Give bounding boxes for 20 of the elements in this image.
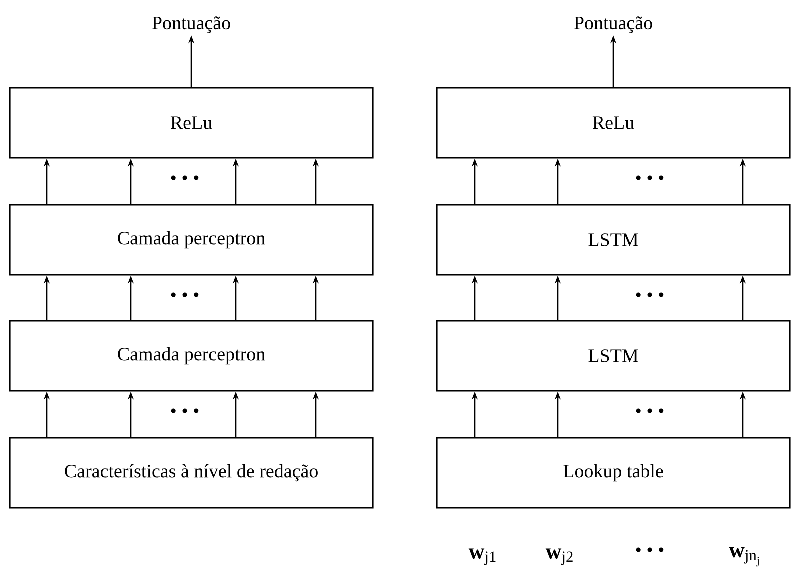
layer-box: LSTM (436, 320, 791, 392)
ellipsis: • • • (636, 176, 664, 180)
input-symbol: $\mathbf{w}_{\mathrm{j1}}$ (468, 548, 496, 566)
ellipsis: • • • (636, 292, 664, 298)
layer-box: Características à nível de redação (9, 437, 374, 509)
ellipsis: • • • (171, 292, 199, 298)
ellipsis: • • • (636, 408, 664, 414)
ellipsis: • • • (636, 548, 664, 552)
layer-box: Camada perceptron (9, 320, 374, 392)
input-symbol: $\mathbf{w}_{\mathrm{j2}}$ (546, 548, 573, 566)
output-label: Pontuação (574, 16, 652, 34)
input-symbol: $\mathbf{w}_{\mathrm{jn}_{\mathrm{j}}}$ (729, 547, 760, 567)
ellipsis: • • • (171, 176, 199, 180)
layer-box: Lookup table (436, 437, 791, 509)
layer-box: Camada perceptron (9, 204, 374, 276)
ellipsis: • • • (171, 408, 199, 414)
layer-box: ReLu (9, 87, 374, 159)
layer-box: ReLu (436, 87, 791, 159)
layer-box: LSTM (436, 204, 791, 276)
output-label: Pontuação (152, 16, 230, 34)
